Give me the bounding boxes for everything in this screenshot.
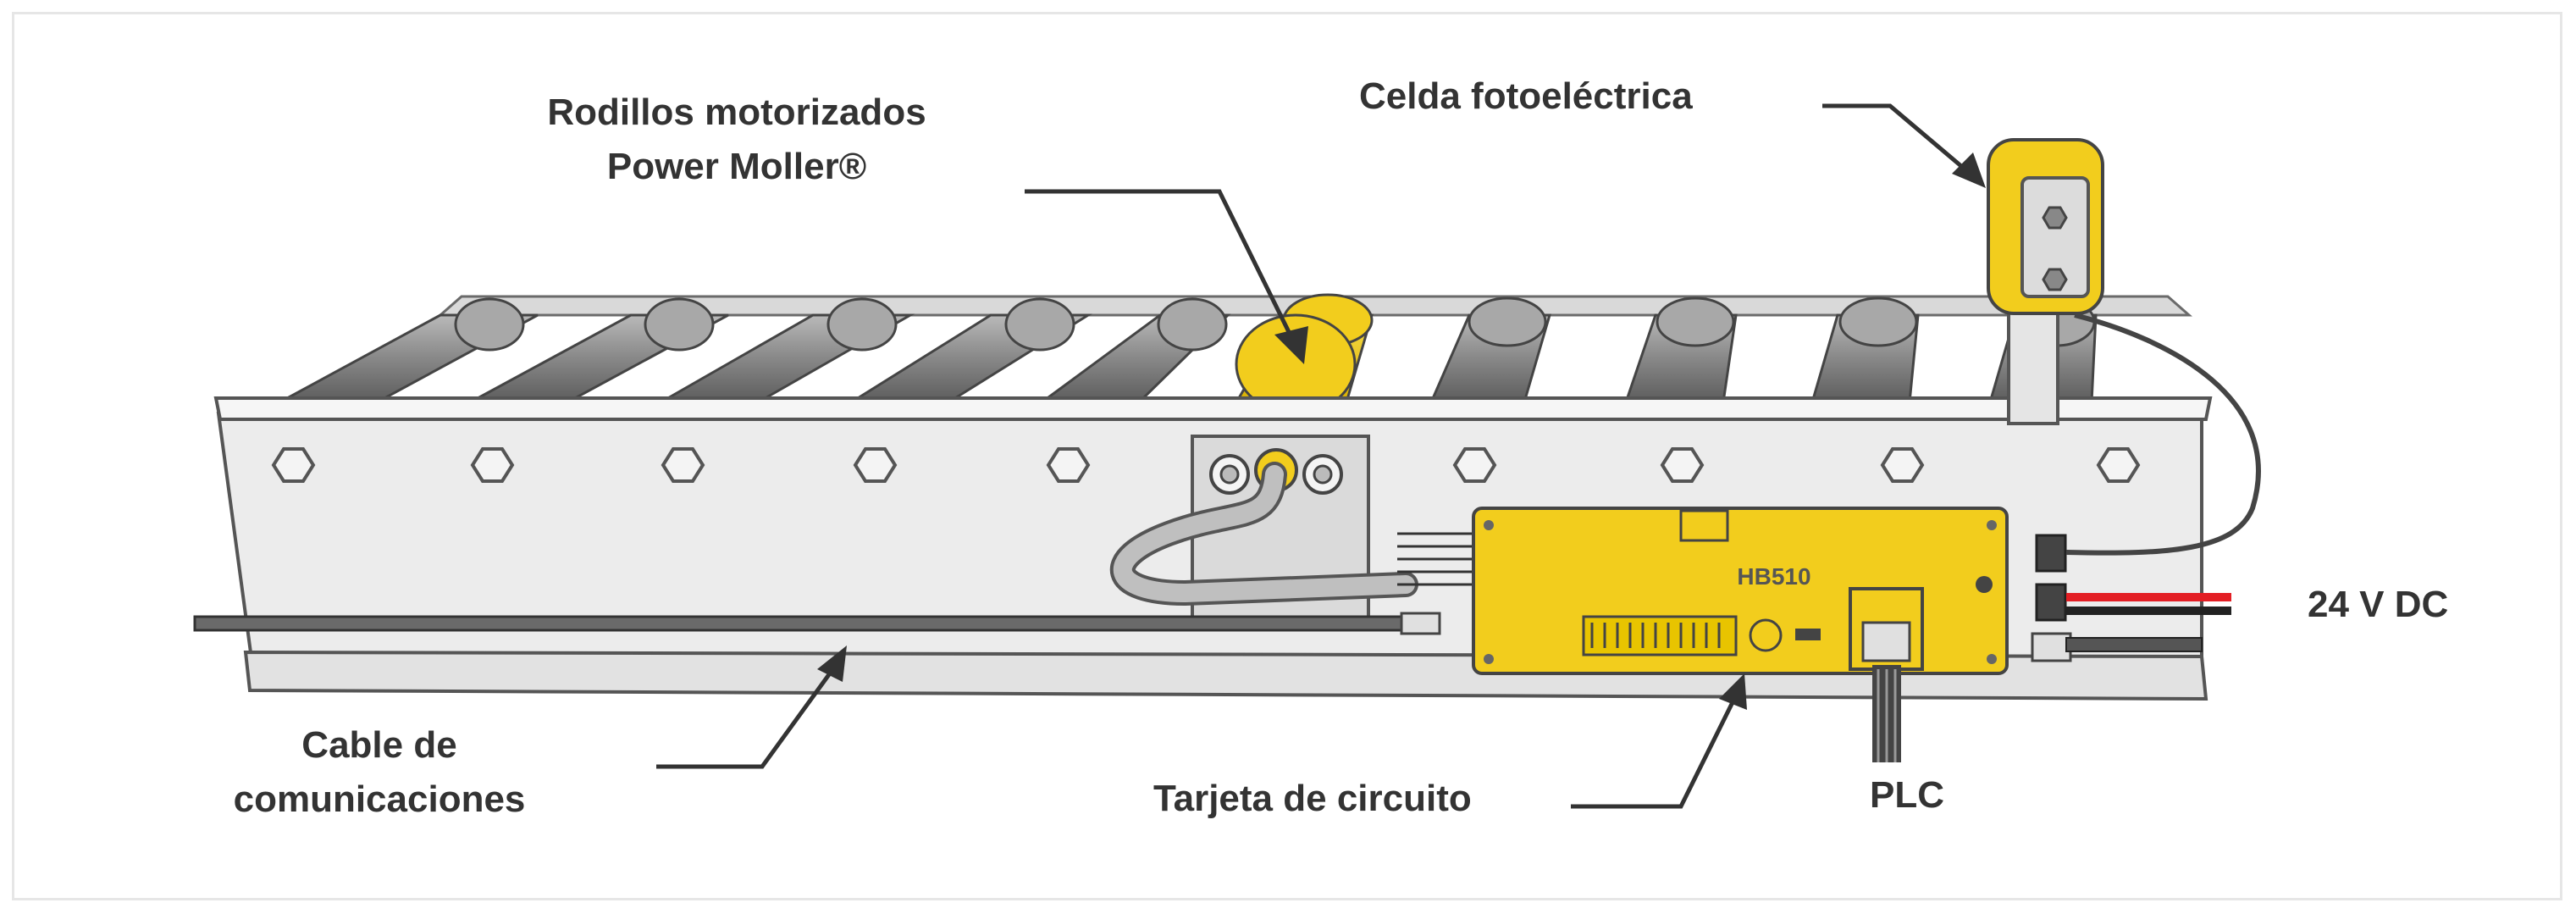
photocell-leader [1822, 106, 1967, 171]
power-label: 24 V DC [2308, 578, 2448, 632]
communications-cable [195, 613, 1440, 634]
plc-label: PLC [1870, 768, 1944, 823]
cable-label-line-1: Cable de [193, 718, 566, 773]
rollers-label-line-2: Power Moller® [508, 140, 965, 194]
circuit-board [1473, 508, 2007, 673]
photocell-label: Celda fotoeléctrica [1359, 69, 1693, 124]
cable-label: Cable de comunicaciones [193, 718, 566, 827]
rollers-label-line-1: Rodillos motorizados [508, 86, 965, 140]
photocell-leader-arrow [1952, 152, 1986, 188]
board-marking: HB510 [1737, 563, 1810, 590]
board-label: Tarjeta de circuito [1153, 772, 1472, 826]
rollers-label: Rodillos motorizados Power Moller® [508, 86, 965, 194]
board-leader [1571, 699, 1734, 806]
cable-label-line-2: comunicaciones [193, 773, 566, 827]
